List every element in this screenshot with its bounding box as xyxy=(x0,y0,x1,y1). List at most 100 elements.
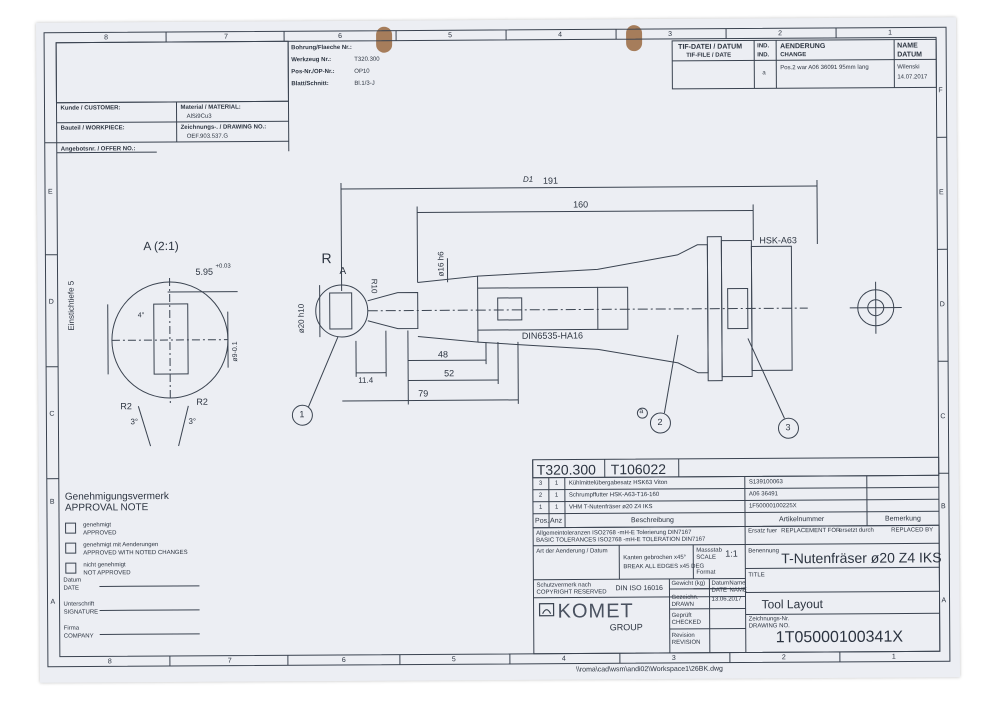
replaced-by-label: ersetzt durch xyxy=(839,527,874,534)
bom-pos: 3 xyxy=(538,480,543,487)
zeichnung-label: Zeichnungs-. / DRAWING NO.: xyxy=(180,124,267,131)
werkzeug-value: T320.300 xyxy=(354,56,380,63)
revision-index: a xyxy=(762,70,766,77)
bom-part: 1F50000100225X xyxy=(748,503,797,510)
row-label: D xyxy=(48,298,54,306)
replacement-label-en: REPLACEMENT FOR xyxy=(781,527,841,535)
revision-change: Pos.2 war A06 36091 95mm lang xyxy=(780,64,869,72)
signature-label: Unterschrift xyxy=(63,601,95,608)
ind-label: IND. xyxy=(757,43,770,50)
tif-label-en: TIF-FILE / DATE xyxy=(686,52,732,59)
date-label-en: DATE xyxy=(63,585,80,592)
zeichnung-value: OEF.903.537.G xyxy=(186,133,229,140)
dim-191-note: D1 xyxy=(522,174,534,184)
weight-label: Gewicht (kg) xyxy=(671,580,706,587)
ind-label-en: IND. xyxy=(757,52,770,59)
bohrung-label: Bohrung/Flaeche Nr.: xyxy=(291,44,352,52)
row-label: D xyxy=(939,301,945,309)
bom-part: S139100063 xyxy=(748,479,783,486)
drawn-label: Gezeichn. xyxy=(671,594,699,601)
dim-r: R xyxy=(321,250,332,267)
scale-label: Massstab xyxy=(696,547,722,554)
hsk-label: HSK-A63 xyxy=(759,235,797,246)
company-label-en: COMPANY xyxy=(63,633,94,640)
revision-label: Revision xyxy=(671,632,695,639)
copyright-label-en: COPYRIGHT RESERVED xyxy=(536,589,607,596)
replaced-by-label-en: REPLACED BY xyxy=(891,527,934,534)
bom-qty: 1 xyxy=(554,504,559,511)
col-label: 6 xyxy=(341,656,346,664)
tolerance-line: Allgemeintoleranzen ISO2768 -mH-E Toleri… xyxy=(536,529,692,537)
name-label-en: DATUM xyxy=(897,51,922,59)
approved-label-en: APPROVED xyxy=(83,530,117,537)
bom-header-note: Bemerkung xyxy=(885,515,921,523)
bom-header-pos: Pos. xyxy=(535,517,550,525)
col-label: 3 xyxy=(668,30,673,38)
col-label: 7 xyxy=(224,33,229,41)
row-label: A xyxy=(50,598,56,606)
scale-label-en: SCALE xyxy=(696,554,716,561)
change-label-en: CHANGE xyxy=(780,52,807,59)
col-label: 8 xyxy=(104,34,109,42)
dim-160: 160 xyxy=(573,199,589,210)
row-label: E xyxy=(48,188,53,196)
approval-title-en: APPROVAL NOTE xyxy=(64,502,149,514)
col-label: 5 xyxy=(448,32,453,40)
dim-9: ø9-0.1 xyxy=(231,341,240,362)
file-path: \\roma\cad\wsm\andi02\Workspace1\26BK.dw… xyxy=(575,665,723,674)
dim-5-95: 5.95 xyxy=(195,266,214,277)
row-label: C xyxy=(49,410,55,418)
col-label: 1 xyxy=(888,29,892,37)
bom-qty: 1 xyxy=(554,480,559,487)
not-approved-checkbox[interactable] xyxy=(65,562,77,574)
balloon-label: 2 xyxy=(657,416,663,428)
tolerance-line-en: BASIC TOLERANCES ISO2768 -mH-E TOLERATIO… xyxy=(536,536,706,544)
balloon-label: 3 xyxy=(785,422,791,433)
bom-part: A06 36491 xyxy=(748,491,778,498)
bom-desc: Kühlmittelübergabesatz HSK63 Viton xyxy=(568,479,668,487)
date-header-en: DATE xyxy=(711,587,728,594)
col-label: 2 xyxy=(781,654,786,662)
dim-191: 191 xyxy=(542,175,559,186)
row-label: B xyxy=(49,498,55,506)
tool-number-alt: T106022 xyxy=(610,460,667,478)
date-header: Datum xyxy=(711,580,730,587)
iso-label: DIN ISO 16016 xyxy=(615,584,663,593)
checked-label: Geprüft xyxy=(671,612,692,619)
dim-11-4: 11.4 xyxy=(358,375,374,385)
bom-header-part: Artikelnummer xyxy=(779,516,825,524)
bom-qty: 1 xyxy=(554,492,559,499)
material-label: Material / MATERIAL: xyxy=(180,104,241,111)
pos-label: Pos-Nr./OP-Nr.: xyxy=(291,68,335,76)
col-label: 7 xyxy=(227,657,232,665)
change-label: AENDERUNG xyxy=(780,42,826,51)
drawing-sheet: 8 7 6 5 4 3 2 1 8 7 6 5 4 3 2 1 E D C B … xyxy=(35,17,961,683)
dim-einstich: Einstichtiefe 5 xyxy=(66,280,76,331)
dim-48: 48 xyxy=(437,349,449,360)
balloon-label: a xyxy=(639,408,644,416)
dim-r2: R2 xyxy=(120,401,132,412)
format-label: Format xyxy=(696,569,716,576)
dim-79: 79 xyxy=(418,388,429,399)
scale-value: 1:1 xyxy=(725,548,738,559)
blatt-value: Bl.1/3-J xyxy=(354,80,375,87)
col-label: 1 xyxy=(891,653,896,661)
col-label: 5 xyxy=(451,656,456,664)
copyright-label: Schutzvermerk nach xyxy=(536,582,592,589)
not-approved-label: nicht genehmigt xyxy=(83,562,126,569)
bom-desc: VHM T-Nutenfräser ø20 Z4 IKS xyxy=(568,504,653,511)
approved-label: genehmigt xyxy=(83,522,112,529)
bauteil-label: Bauteil / WORKPIECE: xyxy=(60,125,125,132)
bom-header-qty: Anz xyxy=(550,517,563,525)
approved-checkbox[interactable] xyxy=(65,522,77,534)
bom-desc: Schrumpffutter HSK-A63-T16-160 xyxy=(568,492,660,499)
dim-5-95-tol: +0.03 xyxy=(215,263,231,270)
approved-with-changes-checkbox[interactable] xyxy=(65,542,77,554)
approved-with-changes-label: genehmigt mit Aenderungen xyxy=(83,542,159,549)
dim-52: 52 xyxy=(444,368,455,379)
col-label: 6 xyxy=(338,32,343,40)
edges-label-en: BREAK ALL EDGES x45 DEG xyxy=(623,563,705,571)
dim-4deg: 4° xyxy=(137,312,145,320)
tool-number: T320.300 xyxy=(536,461,596,478)
dim-r10: R10 xyxy=(369,278,379,294)
